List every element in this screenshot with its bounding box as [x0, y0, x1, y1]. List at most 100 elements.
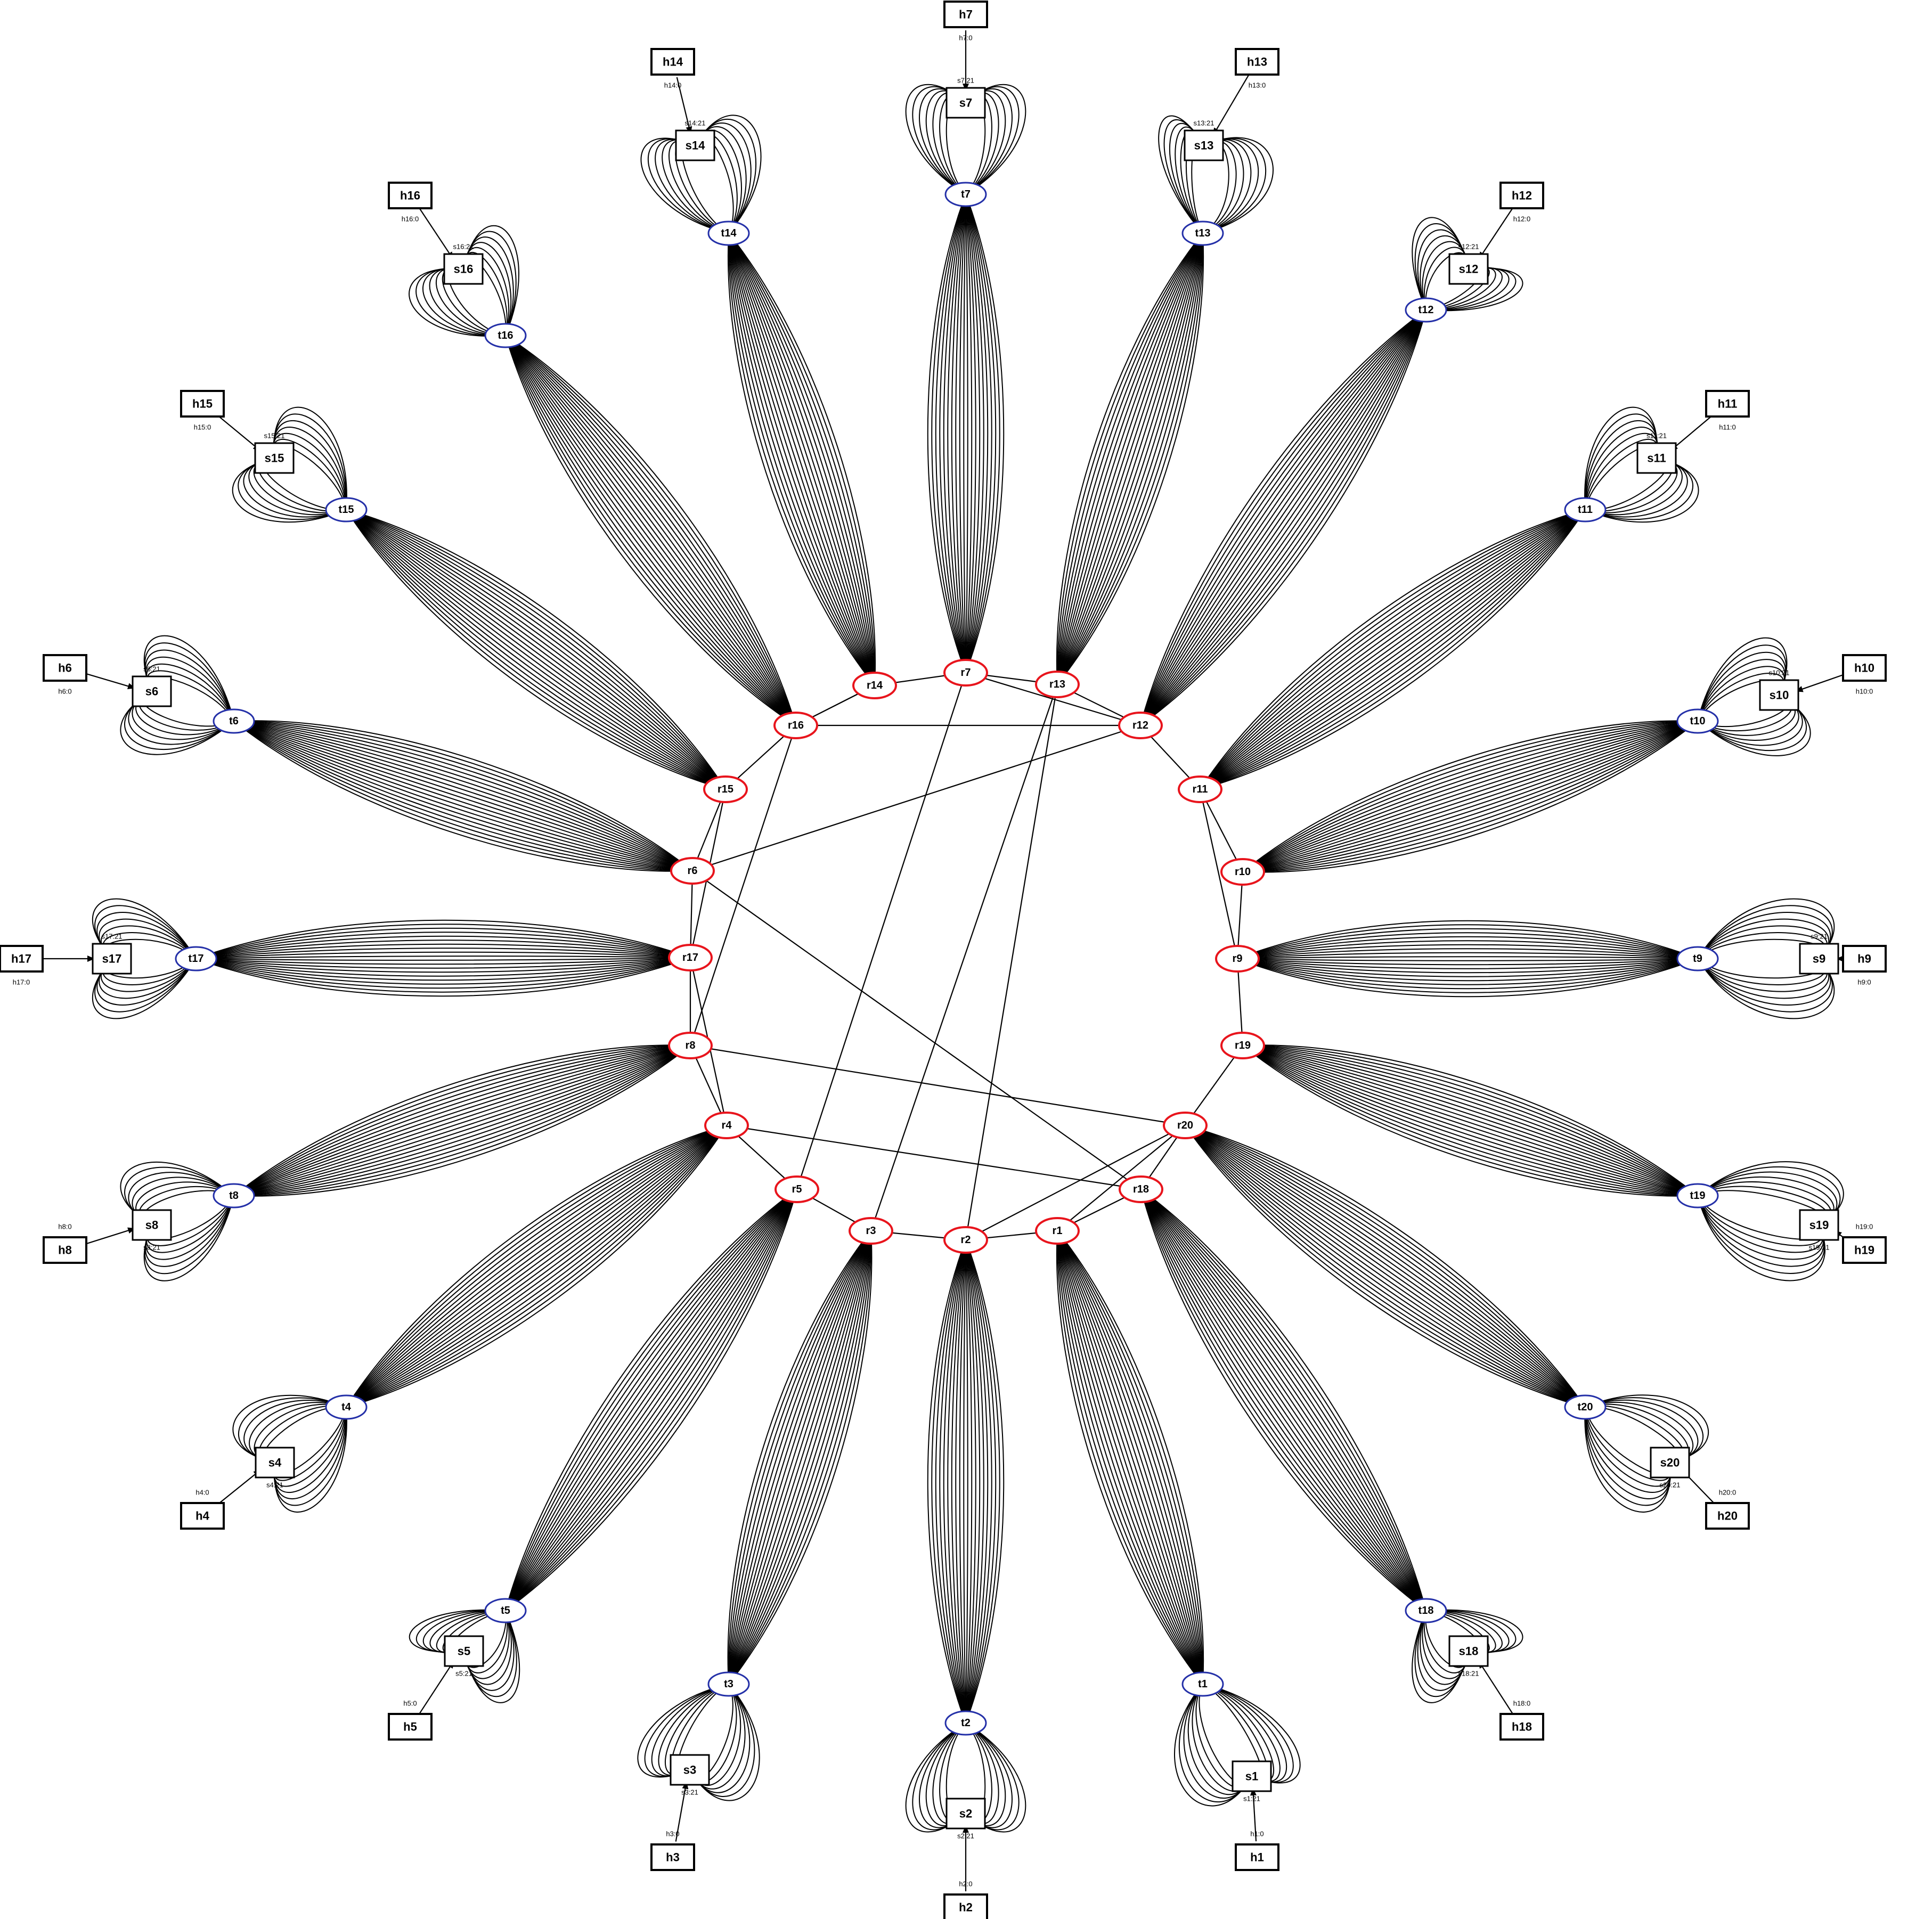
- tor-node-t13[interactable]: [1181, 221, 1224, 246]
- switch-node-s16[interactable]: [443, 253, 484, 285]
- tor-node-t2[interactable]: [944, 1710, 987, 1736]
- switch-tor-link: [647, 138, 729, 234]
- router-node-r5[interactable]: [775, 1175, 819, 1203]
- tor-router-link: [1242, 1044, 1698, 1196]
- tor-node-t17[interactable]: [175, 946, 217, 971]
- switch-node-s17[interactable]: [92, 943, 132, 975]
- tor-node-t9[interactable]: [1676, 946, 1719, 971]
- router-node-r17[interactable]: [668, 944, 713, 971]
- tor-router-link: [505, 335, 796, 726]
- host-node-h16[interactable]: [388, 182, 433, 209]
- router-node-r18[interactable]: [1119, 1175, 1163, 1203]
- switch-node-s4[interactable]: [255, 1447, 295, 1479]
- switch-node-s5[interactable]: [444, 1635, 484, 1667]
- router-node-r8[interactable]: [668, 1032, 713, 1059]
- router-node-r14[interactable]: [852, 672, 897, 699]
- tor-router-link: [505, 335, 796, 726]
- router-node-r3[interactable]: [849, 1217, 893, 1245]
- switch-node-s7[interactable]: [945, 87, 986, 119]
- router-node-r16[interactable]: [773, 712, 818, 739]
- switch-node-s2[interactable]: [945, 1798, 986, 1830]
- switch-node-s1[interactable]: [1232, 1760, 1272, 1792]
- router-node-r4[interactable]: [704, 1112, 749, 1139]
- tor-router-link: [728, 1230, 871, 1685]
- host-node-h7[interactable]: [943, 1, 988, 28]
- tor-node-t5[interactable]: [484, 1598, 527, 1623]
- switch-node-s10[interactable]: [1759, 679, 1799, 711]
- tor-router-link: [1057, 233, 1203, 685]
- tor-node-t4[interactable]: [325, 1394, 368, 1420]
- router-node-r1[interactable]: [1035, 1217, 1080, 1245]
- host-node-h13[interactable]: [1235, 48, 1279, 76]
- host-port-label: h14:0: [664, 81, 682, 89]
- switch-node-s13[interactable]: [1184, 129, 1224, 161]
- tor-router-link: [195, 957, 691, 989]
- switch-node-s11[interactable]: [1636, 442, 1677, 474]
- host-node-h17[interactable]: [0, 945, 44, 973]
- tor-node-t14[interactable]: [707, 221, 750, 246]
- tor-node-t7[interactable]: [944, 182, 987, 207]
- switch-node-s18[interactable]: [1448, 1635, 1489, 1667]
- tor-router-link: [505, 335, 796, 726]
- router-node-r13[interactable]: [1035, 671, 1080, 698]
- router-link-r6-r12: [692, 724, 1141, 872]
- router-node-r20[interactable]: [1163, 1112, 1208, 1139]
- router-node-r12[interactable]: [1118, 712, 1163, 739]
- tor-node-t3[interactable]: [707, 1671, 750, 1697]
- router-node-r19[interactable]: [1220, 1032, 1265, 1059]
- host-node-h19[interactable]: [1842, 1236, 1887, 1264]
- tor-router-link: [965, 194, 1000, 673]
- tor-router-link: [728, 1230, 871, 1685]
- router-node-r2[interactable]: [943, 1226, 988, 1254]
- tor-router-link: [1185, 1125, 1586, 1408]
- tor-router-link: [1242, 1045, 1698, 1196]
- tor-node-t1[interactable]: [1181, 1671, 1224, 1697]
- router-node-r6[interactable]: [670, 857, 715, 885]
- switch-node-s19[interactable]: [1799, 1209, 1839, 1241]
- host-node-h20[interactable]: [1705, 1502, 1750, 1530]
- switch-node-s14[interactable]: [675, 129, 715, 161]
- switch-label: s16: [454, 263, 474, 276]
- host-node-h6[interactable]: [43, 654, 87, 682]
- router-node-r15[interactable]: [703, 775, 748, 803]
- switch-node-s9[interactable]: [1799, 943, 1839, 975]
- host-node-h9[interactable]: [1842, 945, 1887, 973]
- tor-node-t8[interactable]: [213, 1183, 255, 1208]
- host-node-h11[interactable]: [1705, 390, 1750, 418]
- tor-node-t18[interactable]: [1405, 1598, 1447, 1623]
- host-node-h18[interactable]: [1499, 1713, 1544, 1741]
- switch-tor-link: [143, 1195, 234, 1281]
- switch-node-s8[interactable]: [132, 1209, 172, 1241]
- router-node-r11[interactable]: [1178, 775, 1222, 803]
- tor-node-t10[interactable]: [1676, 708, 1719, 734]
- host-node-h12[interactable]: [1499, 182, 1544, 209]
- host-node-h1[interactable]: [1235, 1843, 1279, 1871]
- host-node-h8[interactable]: [43, 1236, 87, 1264]
- tor-node-t11[interactable]: [1564, 497, 1607, 522]
- host-node-h5[interactable]: [388, 1713, 433, 1741]
- tor-label: t3: [724, 1678, 733, 1690]
- switch-node-s15[interactable]: [254, 442, 295, 474]
- switch-label: s8: [145, 1219, 158, 1232]
- router-node-r10[interactable]: [1220, 858, 1265, 886]
- host-node-h3[interactable]: [650, 1843, 695, 1871]
- host-node-h15[interactable]: [180, 390, 225, 418]
- tor-router-link: [728, 233, 875, 686]
- switch-node-s12[interactable]: [1448, 253, 1489, 285]
- tor-node-t19[interactable]: [1676, 1183, 1719, 1208]
- tor-node-t12[interactable]: [1405, 297, 1447, 323]
- host-node-h10[interactable]: [1842, 654, 1887, 682]
- host-node-h4[interactable]: [180, 1502, 225, 1530]
- switch-node-s6[interactable]: [132, 675, 172, 707]
- router-node-r7[interactable]: [943, 659, 988, 687]
- tor-node-t20[interactable]: [1564, 1394, 1607, 1420]
- tor-node-t16[interactable]: [484, 323, 527, 348]
- host-node-h2[interactable]: [943, 1893, 988, 1919]
- router-node-r9[interactable]: [1215, 945, 1260, 973]
- switch-node-s3[interactable]: [670, 1754, 710, 1786]
- tor-router-link: [346, 509, 726, 790]
- host-node-h14[interactable]: [650, 48, 695, 76]
- switch-node-s20[interactable]: [1650, 1447, 1690, 1479]
- tor-node-t15[interactable]: [325, 497, 368, 522]
- tor-node-t6[interactable]: [213, 708, 255, 734]
